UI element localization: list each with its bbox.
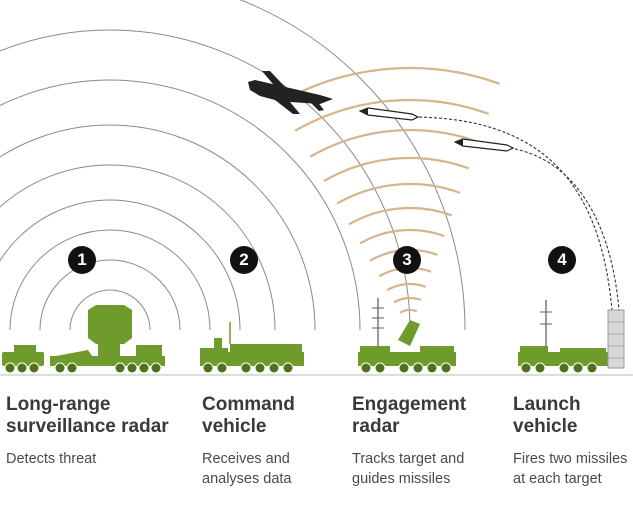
radar-wave-ring: [0, 199, 241, 331]
stage-title-line: Launch: [513, 394, 581, 415]
tracking-wave-arc: [348, 206, 453, 226]
radar-wave-ring: [9, 229, 211, 331]
stage-title-line: Engagement: [352, 394, 467, 415]
stage-description-line: Receives and: [202, 451, 290, 467]
radar-truck-icon: [2, 305, 165, 366]
wheel: [520, 362, 532, 374]
missile-icon: [453, 138, 515, 152]
wheel: [254, 362, 266, 374]
tracking-wave-arc: [309, 128, 479, 158]
stage-description: Detects threat: [6, 449, 96, 469]
tracking-wave-arc: [294, 98, 490, 132]
radar-wave-ring: [0, 124, 316, 331]
stage-title-line: Command: [202, 394, 295, 415]
launcher-wheels: [520, 362, 598, 374]
radar-wave-ring: [39, 259, 181, 331]
missile-path-upper: [413, 116, 613, 311]
wheel: [216, 362, 228, 374]
stage-description-line: at each target: [513, 471, 602, 487]
wheel: [360, 362, 372, 374]
wheel: [138, 362, 150, 374]
wheel: [374, 362, 386, 374]
tracking-wave-arc: [336, 182, 461, 205]
wheel: [398, 362, 410, 374]
wheel: [412, 362, 424, 374]
stage-description-line: Fires two missiles: [513, 451, 628, 467]
engagement-radar-wheels: [360, 362, 452, 374]
stage-title: Engagement radar: [352, 394, 466, 438]
tracking-wave-arc: [393, 296, 422, 304]
wheel: [268, 362, 280, 374]
wheel: [282, 362, 294, 374]
wheel: [440, 362, 452, 374]
wheel: [240, 362, 252, 374]
stage-number-badge: 4: [548, 246, 576, 274]
wheel: [66, 362, 78, 374]
tracking-wave-arc: [386, 282, 427, 292]
wheel: [586, 362, 598, 374]
wheel: [126, 362, 138, 374]
stage-title: Long-range surveillance radar: [6, 394, 169, 438]
stage-description: Fires two missiles at each target: [513, 449, 633, 489]
stage-title-line: surveillance radar: [6, 416, 169, 437]
wheel: [16, 362, 28, 374]
wheel: [150, 362, 162, 374]
stage-description-line: Detects threat: [6, 451, 97, 467]
missile-path-lower: [509, 147, 620, 311]
tracking-wave-arc: [278, 66, 500, 105]
stage-description-line: Tracks target and: [352, 451, 465, 467]
command-vehicle-icon: [200, 322, 304, 366]
stage-title-line: radar: [352, 416, 400, 437]
wheel: [426, 362, 438, 374]
wheel: [202, 362, 214, 374]
wheel: [534, 362, 546, 374]
wheel: [28, 362, 40, 374]
wheel: [54, 362, 66, 374]
stage-title: Command vehicle: [202, 394, 295, 438]
wheel: [4, 362, 16, 374]
stage-description-line: analyses data: [202, 471, 292, 487]
tracking-wave-arc: [359, 228, 445, 245]
radar-wave-ring: [239, 0, 466, 331]
stage-number-badge: 3: [393, 246, 421, 274]
stage-description-line: guides missiles: [352, 471, 451, 487]
stage-title-line: vehicle: [513, 416, 578, 437]
stage-title-line: Long-range: [6, 394, 111, 415]
tracking-wave-arc: [323, 156, 470, 182]
aircraft-icon: [248, 71, 333, 114]
stage-number-badge: 1: [68, 246, 96, 274]
radar-truck-wheels: [4, 362, 162, 374]
tracking-radar-waves: [278, 66, 500, 314]
stage-number-badge: 2: [230, 246, 258, 274]
stage-title-line: vehicle: [202, 416, 267, 437]
launcher-icon: [518, 300, 625, 369]
wheel: [572, 362, 584, 374]
wheel: [114, 362, 126, 374]
surveillance-radar-waves: [0, 0, 466, 331]
stage-title: Launch vehicle: [513, 394, 581, 438]
wheel: [558, 362, 570, 374]
command-vehicle-wheels: [202, 362, 294, 374]
stage-description: Receives and analyses data: [202, 449, 291, 489]
radar-wave-ring: [0, 79, 361, 331]
engagement-radar-icon: [358, 298, 456, 366]
missile-icon: [358, 107, 420, 121]
radar-wave-ring: [69, 289, 151, 331]
tracking-wave-arc: [399, 308, 418, 314]
stage-description: Tracks target and guides missiles: [352, 449, 464, 489]
radar-wave-ring: [0, 164, 276, 331]
